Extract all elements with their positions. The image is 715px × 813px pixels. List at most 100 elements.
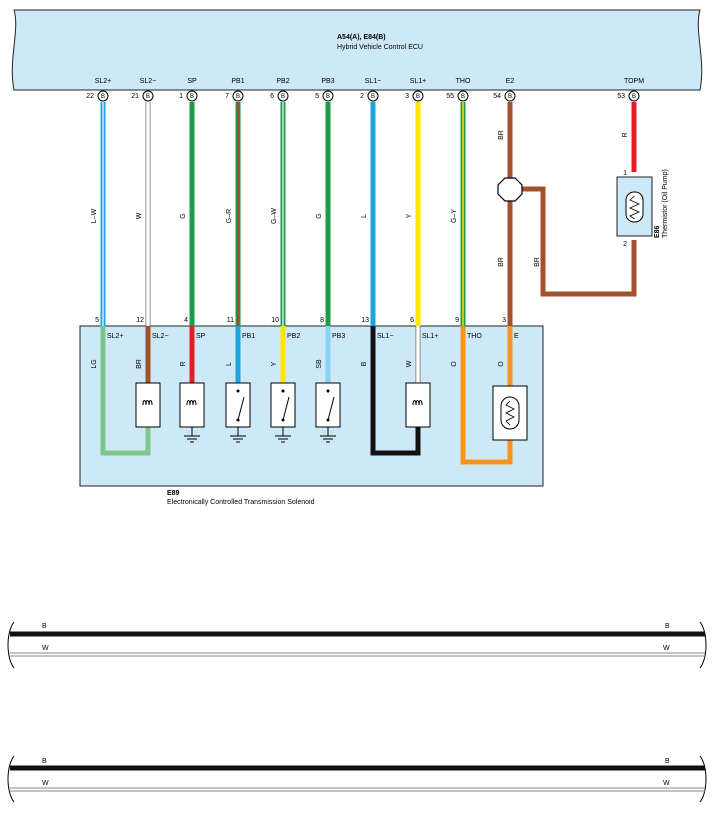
solenoid-sl2: [135, 382, 161, 428]
coil-icon: [412, 400, 423, 406]
connector-marker: [232, 90, 244, 102]
thermistor-code: E86: [654, 225, 661, 238]
internal-color-label: R: [180, 361, 187, 366]
wire-color-label: Y: [406, 213, 413, 218]
solenoid-pin-name: SL2−: [152, 333, 169, 340]
connector-letter: B: [632, 94, 636, 100]
internal-wire-o-tho: [460, 326, 513, 465]
solenoid-pin-name: SP: [196, 333, 206, 340]
connector-letter: B: [236, 94, 240, 100]
solenoid-pin-number: 4: [184, 317, 188, 324]
connector-letter: B: [326, 94, 330, 100]
solenoid-pin-name: E: [514, 333, 519, 340]
switch-pb1: [225, 382, 251, 443]
switch-contact: [236, 389, 240, 393]
strip-label: W: [42, 645, 49, 652]
internal-color-label: O: [498, 361, 505, 367]
internal-color-label: LG: [91, 359, 98, 368]
solenoid-pin-number: 9: [455, 317, 459, 324]
connector-letter: B: [508, 94, 512, 100]
strip-label: B: [665, 758, 670, 765]
ecu-pin-number: 53: [617, 93, 625, 100]
thermistor-zigzag: [629, 195, 640, 220]
strip-end-left: [7, 621, 15, 669]
ecu-pin-number: 55: [446, 93, 454, 100]
solenoid-pin-number: 10: [271, 317, 279, 324]
internal-wires: [100, 326, 513, 465]
ecu-pin-name: PB2: [276, 78, 289, 85]
ecu-pin-number: 3: [405, 93, 409, 100]
internal-wire-lg: [100, 326, 151, 456]
ecu-pin-number: 21: [131, 93, 139, 100]
solenoid-pin-name: PB1: [242, 333, 255, 340]
wire-color-label: W: [136, 212, 143, 219]
wire-e2-branch: [522, 186, 637, 297]
wire-color-label: BR: [498, 257, 505, 267]
connector-marker: [412, 90, 424, 102]
wire-color-label: BR: [498, 130, 505, 140]
switch-pb2: [270, 382, 296, 443]
internal-color-labels: LG BR R L Y SB B W O O: [91, 359, 505, 369]
connector-marker: [504, 90, 516, 102]
strip-end-right: [699, 755, 707, 803]
wire-color-labels: L–W W G G–R G–W G L Y G–Y BR R BR BR: [91, 130, 629, 267]
connector-letter: B: [190, 94, 194, 100]
solenoid-pin-number: 5: [95, 317, 99, 324]
solenoid-pin-name: SL1+: [422, 333, 439, 340]
internal-wire-b: [370, 326, 421, 456]
switch-arm: [237, 396, 245, 421]
internal-color-label: L: [226, 362, 233, 366]
solenoid-pin-name: PB3: [332, 333, 345, 340]
strip-label: B: [42, 623, 47, 630]
connector-letter: B: [101, 94, 105, 100]
wire-color-label: R: [622, 132, 629, 137]
ecu-pin-name: E2: [506, 78, 515, 85]
connector-marker: [142, 90, 154, 102]
connector-letter: B: [371, 94, 375, 100]
solenoid-pin-name: THO: [467, 333, 482, 340]
internal-color-label: SB: [316, 359, 323, 369]
connector-marker: [277, 90, 289, 102]
connector-marker: [97, 90, 109, 102]
solenoid-pin-name: SL1−: [377, 333, 394, 340]
connector-marker: [322, 90, 334, 102]
switch-contact: [281, 389, 285, 393]
internal-color-label: W: [406, 360, 413, 367]
connector-marker: [628, 90, 640, 102]
ecu-pin-number: 6: [270, 93, 274, 100]
ecu-pin-labels: SL2+ SL2− SP PB1 PB2 PB3 SL1− SL1+ THO E…: [95, 78, 644, 85]
ecu-pin-name: THO: [456, 78, 471, 85]
connector-letter: B: [281, 94, 285, 100]
solenoid-pin-number: 12: [136, 317, 144, 324]
connector-letter: B: [461, 94, 465, 100]
coil-icon: [142, 400, 153, 406]
thermistor-name: Thermistor (Oil Pump): [662, 169, 669, 238]
ground-icon: [275, 435, 291, 443]
thermistor-pin-bottom: 2: [623, 241, 627, 248]
ecu-pin-name: TOPM: [624, 78, 644, 85]
internal-color-label: Y: [271, 361, 278, 366]
solenoid-sp: [179, 382, 205, 443]
ground-icon: [230, 435, 246, 443]
thermistor-pin-top: 1: [623, 170, 627, 177]
ecu-pin-number: 5: [315, 93, 319, 100]
switch-arm: [282, 396, 290, 421]
solenoid-sl1: [405, 382, 431, 428]
strip-label: W: [42, 780, 49, 787]
wire-color-label: L: [361, 214, 368, 218]
connector-letter: B: [146, 94, 150, 100]
component-box: [179, 382, 205, 428]
solenoid-code: E89: [167, 490, 180, 497]
switch-contact: [326, 418, 330, 422]
wire-color-label: BR: [534, 257, 541, 267]
ground-icon: [320, 435, 336, 443]
switch-pb3: [315, 382, 341, 443]
wire-color-label: G: [316, 213, 323, 218]
strip-end-left: [7, 755, 15, 803]
solenoid-pin-number: 11: [227, 317, 234, 324]
solenoid-name: Electronically Controlled Transmission S…: [167, 499, 315, 506]
ecu-pin-name: SP: [187, 78, 197, 85]
switch-arm: [327, 396, 335, 421]
strip-label: W: [663, 645, 670, 652]
